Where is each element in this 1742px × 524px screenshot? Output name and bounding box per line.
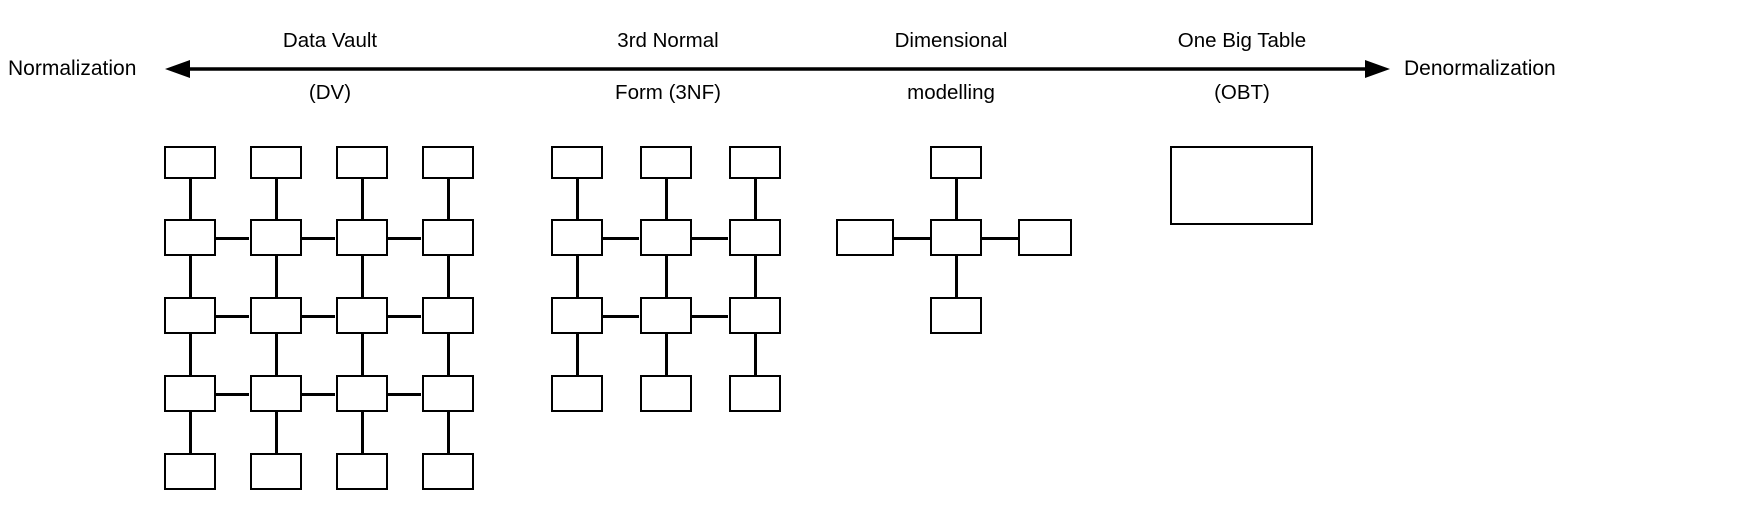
fact-node-center[interactable] — [930, 219, 982, 256]
table-node[interactable] — [250, 297, 302, 334]
connector-vertical — [665, 334, 668, 376]
connector-vertical — [754, 334, 757, 376]
connector-vertical — [955, 178, 958, 220]
column-title-line1: One Big Table — [1177, 29, 1307, 52]
table-node[interactable] — [729, 375, 781, 412]
table-node[interactable] — [336, 219, 388, 256]
axis-label-normalization: Normalization — [8, 57, 137, 80]
connector-vertical — [189, 412, 192, 454]
table-node[interactable] — [551, 297, 603, 334]
dimension-node-top[interactable] — [930, 146, 982, 179]
connector-horizontal — [388, 315, 421, 318]
dimension-node-left[interactable] — [836, 219, 894, 256]
column-title-line2: Form (3NF) — [615, 81, 721, 104]
connector-horizontal — [692, 315, 728, 318]
connector-vertical — [361, 178, 364, 220]
connector-horizontal — [302, 315, 335, 318]
dimension-node-right[interactable] — [1018, 219, 1072, 256]
column-title-data-vault: Data Vault (DV) — [230, 2, 430, 132]
connector-vertical — [361, 256, 364, 298]
column-title-line1: Data Vault — [282, 29, 378, 52]
table-node[interactable] — [250, 219, 302, 256]
connector-horizontal — [894, 237, 930, 240]
connector-horizontal — [388, 393, 421, 396]
connector-vertical — [361, 334, 364, 376]
connector-vertical — [275, 334, 278, 376]
connector-vertical — [275, 256, 278, 298]
connector-horizontal — [603, 315, 639, 318]
table-node[interactable] — [640, 146, 692, 179]
table-node[interactable] — [422, 219, 474, 256]
axis-arrow-group — [165, 60, 1390, 78]
connector-vertical — [447, 178, 450, 220]
table-node[interactable] — [250, 375, 302, 412]
table-node[interactable] — [250, 453, 302, 490]
connector-vertical — [447, 256, 450, 298]
dimension-node-bottom[interactable] — [930, 297, 982, 334]
axis-label-denormalization: Denormalization — [1404, 57, 1556, 80]
connector-horizontal — [692, 237, 728, 240]
connector-vertical — [576, 334, 579, 376]
table-node[interactable] — [640, 219, 692, 256]
connector-vertical — [275, 178, 278, 220]
connector-horizontal — [302, 393, 335, 396]
table-node[interactable] — [164, 453, 216, 490]
table-node[interactable] — [336, 375, 388, 412]
connector-horizontal — [982, 237, 1018, 240]
table-node[interactable] — [422, 146, 474, 179]
table-node[interactable] — [551, 146, 603, 179]
connector-vertical — [754, 178, 757, 220]
connector-vertical — [189, 178, 192, 220]
connector-vertical — [447, 334, 450, 376]
connector-vertical — [576, 256, 579, 298]
table-node[interactable] — [551, 375, 603, 412]
table-node[interactable] — [336, 297, 388, 334]
connector-horizontal — [388, 237, 421, 240]
connector-vertical — [275, 412, 278, 454]
table-node[interactable] — [164, 375, 216, 412]
connector-vertical — [955, 256, 958, 298]
connector-vertical — [361, 412, 364, 454]
connector-horizontal — [216, 237, 249, 240]
table-node[interactable] — [250, 146, 302, 179]
table-node[interactable] — [336, 146, 388, 179]
column-title-line2: (DV) — [308, 81, 352, 104]
table-node[interactable] — [729, 219, 781, 256]
table-node[interactable] — [640, 375, 692, 412]
connector-vertical — [665, 178, 668, 220]
table-node[interactable] — [164, 297, 216, 334]
connector-vertical — [189, 256, 192, 298]
table-node[interactable] — [729, 297, 781, 334]
axis-arrowhead-right — [1365, 60, 1390, 78]
table-node[interactable] — [551, 219, 603, 256]
connector-horizontal — [603, 237, 639, 240]
connector-horizontal — [216, 315, 249, 318]
column-title-line2: (OBT) — [1214, 81, 1270, 104]
connector-vertical — [665, 256, 668, 298]
table-node[interactable] — [729, 146, 781, 179]
column-title-third-normal-form: 3rd Normal Form (3NF) — [568, 2, 768, 132]
connector-horizontal — [216, 393, 249, 396]
column-title-one-big-table: One Big Table (OBT) — [1142, 2, 1342, 132]
connector-vertical — [189, 334, 192, 376]
table-node[interactable] — [640, 297, 692, 334]
table-node[interactable] — [164, 219, 216, 256]
axis-arrowhead-left — [165, 60, 190, 78]
connector-vertical — [576, 178, 579, 220]
table-node[interactable] — [422, 375, 474, 412]
column-title-line1: Dimensional — [894, 29, 1008, 52]
table-node[interactable] — [422, 453, 474, 490]
column-title-line1: 3rd Normal — [617, 29, 719, 52]
one-big-table-node[interactable] — [1170, 146, 1313, 225]
connector-horizontal — [302, 237, 335, 240]
table-node[interactable] — [422, 297, 474, 334]
table-node[interactable] — [164, 146, 216, 179]
table-node[interactable] — [336, 453, 388, 490]
column-title-dimensional-modelling: Dimensional modelling — [851, 2, 1051, 132]
connector-vertical — [447, 412, 450, 454]
connector-vertical — [754, 256, 757, 298]
column-title-line2: modelling — [907, 81, 995, 104]
